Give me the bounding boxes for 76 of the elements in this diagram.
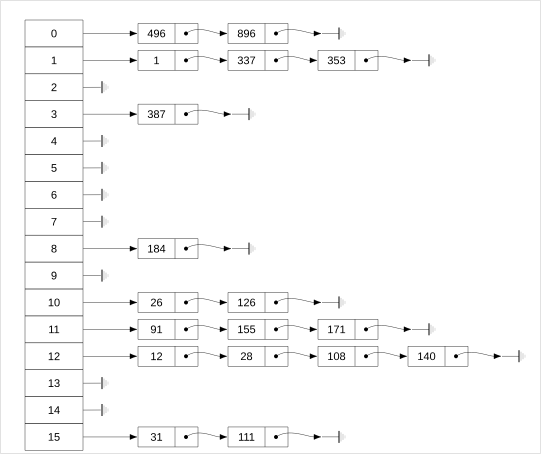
pointer-arrow bbox=[186, 432, 228, 440]
array-cell: 6 bbox=[24, 181, 84, 208]
array-cell: 13 bbox=[24, 370, 84, 397]
null-ground-symbol bbox=[232, 242, 256, 256]
pointer-arrow bbox=[366, 325, 412, 332]
list-node: 111 bbox=[228, 426, 288, 448]
pointer-arrow bbox=[83, 434, 138, 440]
list-node: 91 bbox=[138, 319, 198, 340]
null-ground-symbol bbox=[502, 350, 526, 363]
array-cell: 9 bbox=[24, 262, 84, 290]
pointer-arrow bbox=[276, 298, 322, 306]
pointer-arrow bbox=[83, 111, 138, 117]
pointer-arrow bbox=[276, 29, 322, 36]
list-node: 108 bbox=[318, 346, 378, 366]
pointer-arrow bbox=[83, 326, 138, 332]
list-node: 496 bbox=[138, 23, 198, 44]
null-ground-symbol bbox=[102, 161, 108, 174]
pointer-arrow bbox=[276, 56, 318, 64]
pointer-arrow bbox=[456, 352, 502, 360]
array-cell: 10 bbox=[24, 288, 84, 316]
null-ground-symbol bbox=[232, 108, 256, 121]
list-node: 353 bbox=[318, 50, 378, 71]
null-ground-symbol bbox=[102, 269, 108, 282]
list-node: 337 bbox=[228, 50, 288, 71]
null-ground-symbol bbox=[102, 215, 108, 228]
pointer-arrow bbox=[366, 56, 412, 64]
null-ground-symbol bbox=[102, 134, 108, 148]
list-node: 126 bbox=[228, 292, 288, 313]
list-node: 28 bbox=[228, 346, 288, 366]
array-cell: 14 bbox=[24, 396, 84, 424]
null-ground-symbol bbox=[412, 322, 436, 336]
list-node: 26 bbox=[138, 292, 198, 313]
pointer-arrow bbox=[186, 298, 228, 306]
null-ground-symbol bbox=[322, 27, 346, 40]
array-cell: 1 bbox=[24, 46, 84, 74]
pointer-arrow bbox=[186, 56, 228, 64]
array-cell: 11 bbox=[24, 316, 84, 343]
null-ground-symbol bbox=[102, 188, 108, 202]
array-cell: 4 bbox=[24, 127, 84, 155]
list-node: 155 bbox=[228, 319, 288, 340]
list-node: 896 bbox=[228, 23, 288, 44]
null-ground-symbol bbox=[102, 404, 108, 416]
null-ground-symbol bbox=[102, 80, 108, 94]
list-node: 171 bbox=[318, 319, 378, 340]
pointer-arrow bbox=[83, 246, 138, 252]
array-cell: 2 bbox=[24, 74, 84, 101]
pointer-arrow bbox=[83, 30, 138, 36]
array-cell: 3 bbox=[24, 100, 84, 128]
array-cell: 15 bbox=[24, 423, 84, 451]
array-cell: 0 bbox=[24, 20, 84, 48]
null-ground-symbol bbox=[322, 430, 346, 444]
null-ground-symbol bbox=[322, 296, 346, 309]
pointer-arrow bbox=[186, 325, 228, 332]
array-cell: 7 bbox=[24, 208, 84, 236]
list-node: 140 bbox=[408, 346, 468, 366]
list-node: 387 bbox=[138, 104, 198, 124]
pointer-arrow bbox=[186, 29, 228, 36]
list-node: 12 bbox=[138, 346, 198, 366]
list-node: 31 bbox=[138, 426, 198, 448]
array-cell: 12 bbox=[24, 342, 84, 370]
pointer-arrow bbox=[83, 300, 138, 306]
pointer-arrow bbox=[83, 58, 138, 64]
null-ground-symbol bbox=[102, 376, 108, 390]
array-cell: 5 bbox=[24, 154, 84, 182]
pointer-arrow bbox=[186, 244, 232, 252]
pointer-arrow bbox=[186, 110, 232, 117]
pointer-arrow bbox=[366, 352, 408, 360]
array-cell: 8 bbox=[24, 235, 84, 262]
pointer-arrow bbox=[83, 353, 138, 360]
pointer-arrow bbox=[276, 352, 318, 360]
pointer-arrow bbox=[276, 325, 318, 332]
list-node: 1 bbox=[138, 50, 198, 71]
pointer-arrow bbox=[186, 352, 228, 360]
list-node: 184 bbox=[138, 238, 198, 259]
null-ground-symbol bbox=[412, 54, 436, 67]
pointer-arrow bbox=[276, 432, 322, 440]
